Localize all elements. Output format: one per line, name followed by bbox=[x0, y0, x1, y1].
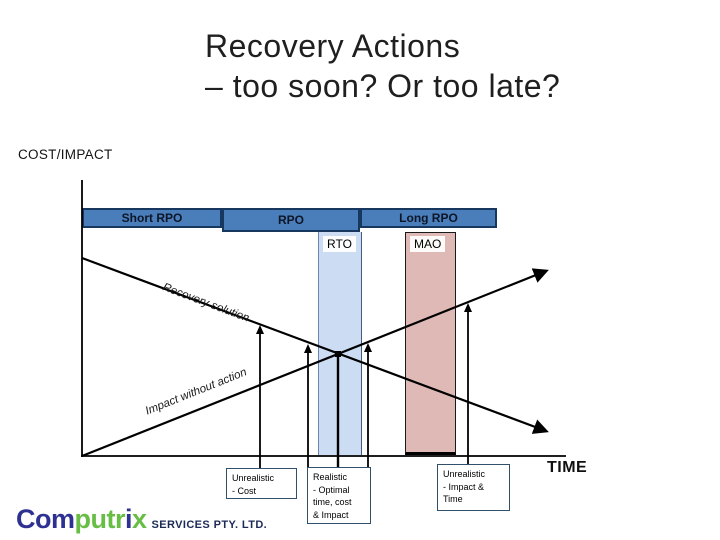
crossing-point-dot bbox=[335, 351, 341, 357]
slide-title: Recovery Actions – too soon? Or too late… bbox=[205, 26, 560, 106]
up-arrow-3 bbox=[364, 343, 372, 352]
logo-part-com: Com bbox=[16, 504, 75, 534]
bar-segment-rpo: RPO bbox=[222, 208, 360, 232]
slide-title-line2: – too soon? Or too late? bbox=[205, 68, 561, 104]
rto-band bbox=[318, 232, 362, 455]
bar-segment-short-rpo-label: Short RPO bbox=[121, 211, 183, 225]
mao-band bbox=[405, 232, 456, 455]
bar-segment-rpo-label: RPO bbox=[277, 213, 304, 227]
bar-segment-long-rpo: Long RPO bbox=[360, 208, 497, 228]
callout-line: - Impact & bbox=[443, 481, 485, 492]
x-axis-label: TIME bbox=[547, 459, 588, 476]
callout-line: - Cost bbox=[232, 485, 257, 496]
bar-segment-long-rpo-label: Long RPO bbox=[399, 211, 458, 225]
callout-line: - Optimal bbox=[313, 484, 350, 495]
slide-title-line1: Recovery Actions bbox=[205, 28, 461, 64]
callout-line: Unrealistic bbox=[443, 469, 486, 479]
company-logo: Computrix SERVICES PTY. LTD. bbox=[16, 504, 267, 535]
callout-line: Unrealistic bbox=[232, 473, 275, 483]
callout-line: time, cost bbox=[313, 497, 352, 507]
logo-wordmark: Computrix bbox=[16, 504, 147, 535]
rto-band-label: RTO bbox=[323, 236, 356, 252]
mao-band-label: MAO bbox=[410, 236, 446, 252]
callout-line: & Impact bbox=[313, 509, 349, 520]
bar-segment-short-rpo: Short RPO bbox=[82, 208, 222, 228]
logo-suffix: SERVICES PTY. LTD. bbox=[151, 519, 268, 531]
callout-unrealistic-cost: Unrealistic - Cost bbox=[226, 468, 297, 499]
logo-part-i: i bbox=[124, 504, 133, 534]
impact-without-action-line bbox=[81, 268, 549, 458]
callout-line: Realistic bbox=[313, 472, 348, 482]
logo-part-x: x bbox=[132, 504, 147, 534]
callout-realistic-optimal: Realistic - Optimal time, cost & Impact bbox=[307, 467, 371, 524]
logo-part-putr: putr bbox=[74, 504, 126, 534]
callout-line: Time bbox=[443, 494, 463, 504]
y-axis-label: COST/IMPACT bbox=[18, 147, 113, 162]
callout-unrealistic-impact-time: Unrealistic - Impact & Time bbox=[437, 464, 510, 511]
up-arrow-4 bbox=[464, 303, 472, 312]
up-arrow-2 bbox=[304, 344, 312, 353]
up-arrow-1 bbox=[256, 325, 264, 334]
